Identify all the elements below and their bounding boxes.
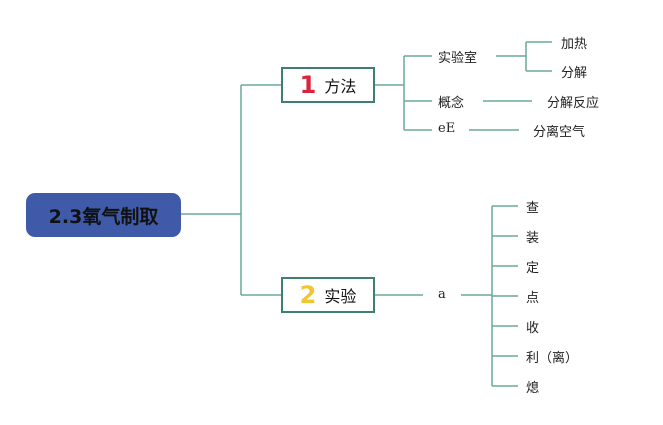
node-step-check[interactable]: 查 xyxy=(526,201,540,216)
branch-number-2: 2 xyxy=(299,281,317,309)
root-topic[interactable]: 2.3氧气制取 xyxy=(26,193,181,237)
branch-method-label: 方法 xyxy=(324,77,357,96)
node-decompose[interactable]: 分解 xyxy=(561,66,588,81)
branch-number-1: 1 xyxy=(299,71,317,99)
node-step-light[interactable]: 点 xyxy=(526,291,540,306)
node-heating[interactable]: 加热 xyxy=(561,37,588,52)
node-step-fix[interactable]: 定 xyxy=(526,261,540,276)
node-lab[interactable]: 实验室 xyxy=(438,51,478,66)
branch-method[interactable]: 1 方法 xyxy=(281,67,375,103)
node-concept[interactable]: 概念 xyxy=(438,96,465,111)
root-topic-label: 2.3氧气制取 xyxy=(48,205,159,228)
node-a[interactable]: a xyxy=(438,287,446,302)
node-air-separation[interactable]: 分离空气 xyxy=(533,125,586,140)
node-step-remove[interactable]: 利（离） xyxy=(526,351,579,366)
node-step-extinguish[interactable]: 熄 xyxy=(526,381,540,396)
node-step-load[interactable]: 装 xyxy=(526,231,540,246)
node-step-collect[interactable]: 收 xyxy=(526,321,540,336)
node-decomposition-reaction[interactable]: 分解反应 xyxy=(547,96,600,111)
branch-experiment-label: 实验 xyxy=(324,287,357,306)
node-ee[interactable]: eE xyxy=(438,121,456,136)
branch-experiment[interactable]: 2 实验 xyxy=(281,277,375,313)
